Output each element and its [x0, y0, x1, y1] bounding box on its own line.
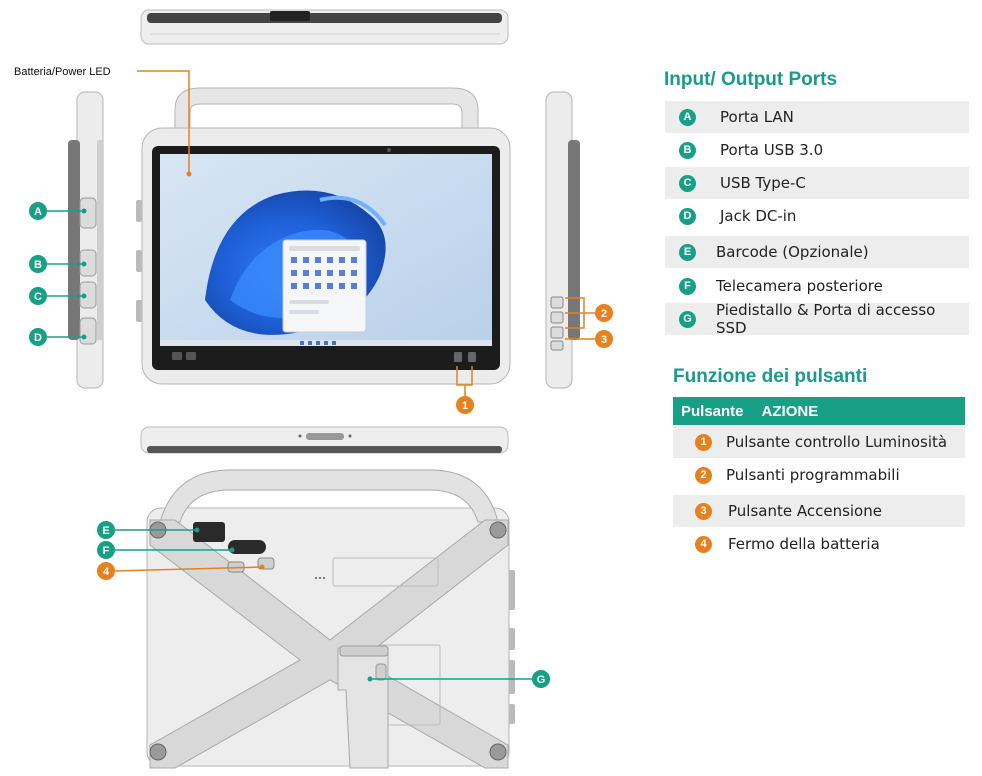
svg-text:A: A	[34, 206, 42, 218]
badge-g: G	[679, 310, 696, 328]
badge-1: 1	[695, 433, 712, 451]
port-row-e: E Barcode (Opzionale)	[665, 236, 969, 268]
callout-1: 1	[456, 366, 474, 414]
port-label-e: Barcode (Opzionale)	[716, 243, 869, 261]
badge-2: 2	[695, 466, 712, 484]
port-label-c: USB Type-C	[720, 174, 806, 192]
badge-c: C	[679, 174, 696, 192]
tablet-back-view	[146, 469, 515, 769]
button-row-1: 1 Pulsante controllo Luminosità	[673, 426, 965, 458]
badge-4: 4	[695, 535, 712, 553]
button-row-2: 2 Pulsanti programmabili	[673, 459, 965, 491]
port-row-b: B Porta USB 3.0	[665, 134, 969, 166]
badge-e: E	[679, 243, 696, 261]
button-label-2: Pulsanti programmabili	[726, 466, 900, 484]
callout-2: 2	[565, 297, 613, 329]
tablet-top-view	[140, 9, 509, 45]
svg-text:F: F	[103, 545, 110, 557]
buttons-title: Funzione dei pulsanti	[673, 366, 868, 387]
svg-text:4: 4	[103, 566, 110, 578]
button-row-4: 4 Fermo della batteria	[673, 528, 965, 560]
tablet-right-side-view	[545, 91, 580, 389]
port-label-f: Telecamera posteriore	[716, 277, 883, 295]
tablet-left-side-view	[68, 91, 104, 389]
port-row-g: G Piedistallo & Porta di accesso SSD	[665, 301, 969, 337]
svg-text:G: G	[537, 674, 546, 686]
callout-c: C	[29, 287, 87, 305]
port-label-g: Piedistallo & Porta di accesso SSD	[716, 301, 936, 337]
badge-b: B	[679, 141, 696, 159]
start-menu	[282, 239, 367, 333]
header-col-pulsante: Pulsante	[681, 402, 744, 420]
button-label-4: Fermo della batteria	[728, 535, 880, 553]
callout-e: E	[97, 521, 200, 539]
port-label-a: Porta LAN	[720, 108, 794, 126]
svg-text:E: E	[102, 525, 109, 537]
callout-g: G	[367, 670, 550, 688]
badge-d: D	[679, 207, 696, 225]
svg-text:1: 1	[462, 400, 468, 412]
tablet-bottom-view	[140, 426, 509, 454]
port-row-f: F Telecamera posteriore	[665, 270, 969, 302]
svg-text:B: B	[34, 259, 42, 271]
button-label-3: Pulsante Accensione	[728, 502, 882, 520]
port-label-d: Jack DC-in	[720, 207, 797, 225]
callout-f: F	[97, 541, 235, 559]
port-row-a: A Porta LAN	[665, 101, 969, 133]
svg-text:D: D	[34, 332, 42, 344]
svg-text:2: 2	[601, 308, 607, 320]
callout-b: B	[29, 255, 87, 273]
badge-f: F	[679, 277, 696, 295]
callout-4: 4	[97, 562, 265, 580]
svg-text:3: 3	[601, 334, 607, 346]
callout-a: A	[29, 202, 87, 220]
badge-a: A	[679, 108, 696, 126]
button-row-3: 3 Pulsante Accensione	[673, 495, 965, 527]
battery-led-callout	[137, 70, 192, 177]
badge-3: 3	[695, 502, 712, 520]
port-row-d: D Jack DC-in	[665, 200, 969, 232]
button-label-1: Pulsante controllo Luminosità	[726, 433, 948, 451]
callout-d: D	[29, 328, 87, 346]
header-col-azione: AZIONE	[761, 402, 819, 420]
port-label-b: Porta USB 3.0	[720, 141, 824, 159]
ports-title: Input/ Output Ports	[664, 69, 838, 90]
tablet-front-view	[136, 87, 511, 385]
buttons-table-header: Pulsante AZIONE	[673, 397, 965, 425]
callout-3: 3	[565, 330, 613, 348]
svg-text:C: C	[34, 291, 42, 303]
port-row-c: C USB Type-C	[665, 167, 969, 199]
battery-led-label: Batteria/Power LED	[14, 66, 111, 78]
